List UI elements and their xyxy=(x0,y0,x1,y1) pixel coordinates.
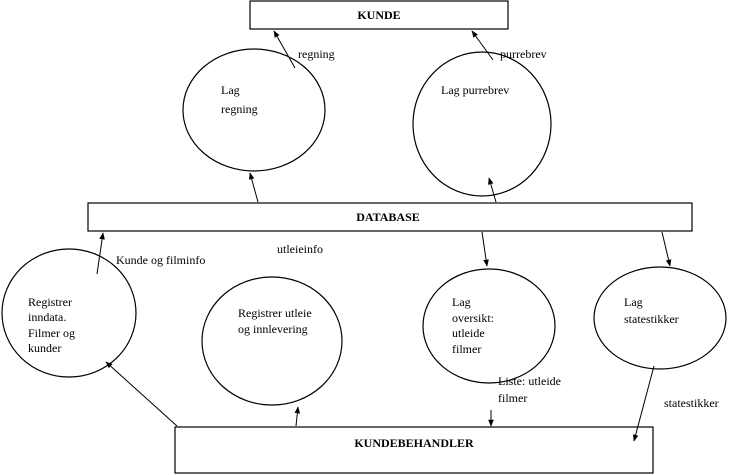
arrow-lag-statestikker-to-kundebehandler xyxy=(632,365,655,442)
flow-label-liste-utleide-line1: Liste: utleide xyxy=(498,374,561,388)
arrow-database-to-lag-regning xyxy=(248,172,259,203)
arrow-registrer-inndata-to-database xyxy=(96,232,105,275)
process-lag-statestikker xyxy=(593,266,727,370)
process-lag-statestikker-line2: statestikker xyxy=(624,312,679,326)
entity-kunde-label: KUNDE xyxy=(357,8,400,22)
process-registrer-utleie-line2: og innlevering xyxy=(238,322,308,336)
process-lag-regning-line2: regning xyxy=(221,102,258,116)
process-lag-oversikt-line4: filmer xyxy=(452,342,481,356)
process-lag-purrebrev-line1: Lag purrebrev xyxy=(441,83,509,97)
process-lag-oversikt xyxy=(422,268,556,384)
process-registrer-utleie-line1: Registrer utleie xyxy=(238,306,312,320)
arrow-lag-purrebrev-to-kunde xyxy=(471,30,494,61)
entity-database xyxy=(87,202,693,232)
process-lag-oversikt-line2: oversikt: xyxy=(452,311,494,325)
flow-label-liste-utleide-line2: filmer xyxy=(498,391,527,405)
arrow-kundebehandler-to-registrer-utleie xyxy=(294,406,301,427)
arrow-database-to-lag-oversikt xyxy=(481,231,489,267)
process-registrer-utleie xyxy=(201,276,343,406)
entity-kunde xyxy=(249,0,509,30)
process-registrer-inndata-line1: Registrer xyxy=(28,295,72,309)
arrow-database-to-lag-purrebrev xyxy=(488,177,497,203)
process-lag-statestikker-line1: Lag xyxy=(624,295,643,309)
entity-kundebehandler-label: KUNDEBEHANDLER xyxy=(354,436,474,450)
process-registrer-inndata-line4: kunder xyxy=(28,341,61,355)
flow-label-kunde-og-filminfo: Kunde og filminfo xyxy=(116,253,205,267)
entity-kundebehandler xyxy=(174,426,654,474)
arrow-lag-regning-to-kunde xyxy=(273,30,296,69)
arrow-database-to-lag-statestikker xyxy=(661,231,672,267)
process-lag-regning-line1: Lag xyxy=(221,83,240,97)
process-lag-regning xyxy=(182,48,326,172)
process-lag-oversikt-line1: Lag xyxy=(452,295,471,309)
flow-label-statestikker: statestikker xyxy=(664,396,719,410)
flow-label-regning: regning xyxy=(298,47,335,61)
process-lag-oversikt-line3: utleide xyxy=(452,326,485,340)
flow-label-purrebrev: purrebrev xyxy=(500,47,547,61)
process-registrer-inndata-line3: Filmer og xyxy=(28,326,75,340)
process-lag-purrebrev xyxy=(412,51,552,197)
entity-database-label: DATABASE xyxy=(356,210,420,224)
process-registrer-inndata-line2: inndata. xyxy=(28,310,66,324)
process-registrer-inndata xyxy=(1,248,137,378)
arrow-kundebehandler-to-registrer-inndata xyxy=(105,361,178,427)
flow-label-utleieinfo: utleieinfo xyxy=(277,242,323,256)
